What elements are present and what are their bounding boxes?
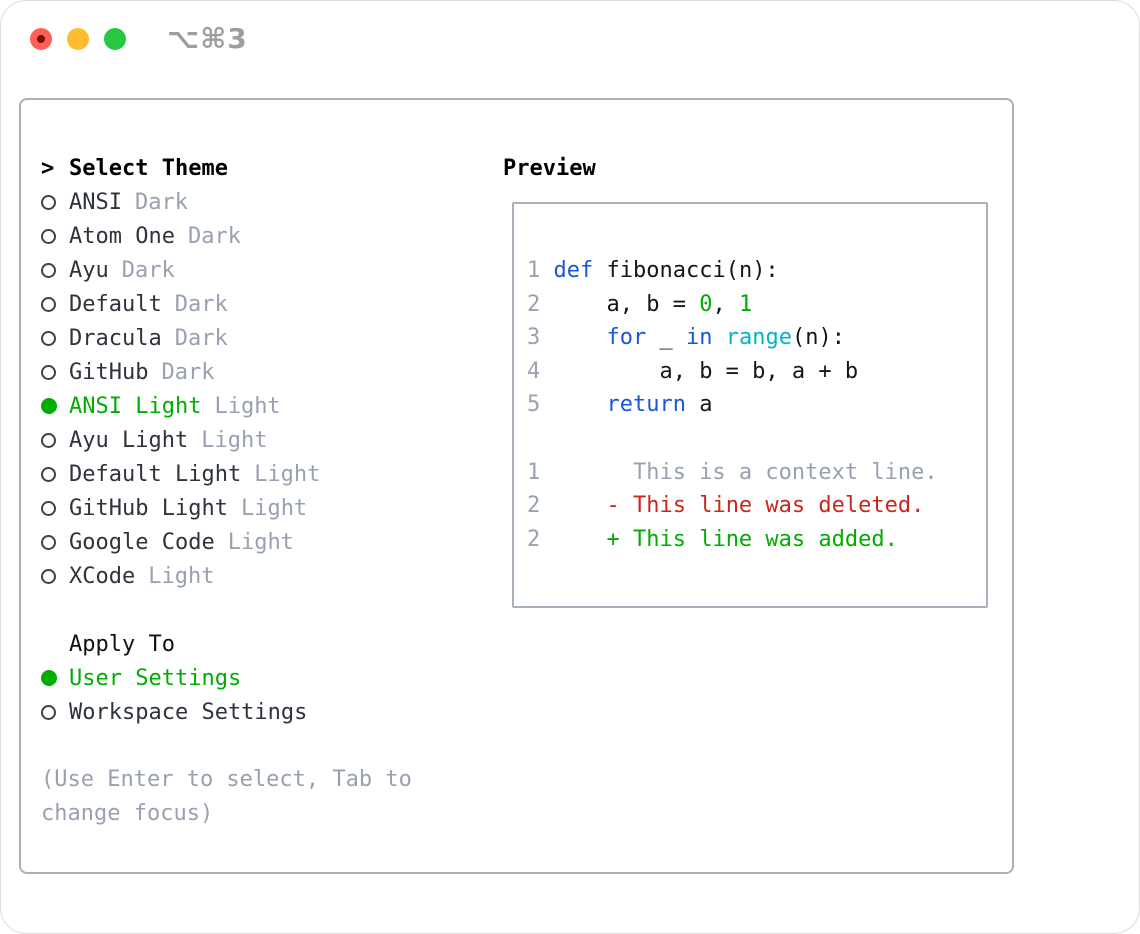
radio-icon (41, 398, 57, 414)
preview-code-line: 1 def fibonacci(n): (527, 258, 779, 283)
theme-option-name: XCode (69, 563, 136, 589)
theme-option-variant: Light (240, 495, 308, 521)
theme-option[interactable]: Ayu Light Light (41, 423, 491, 457)
theme-option-variant: Dark (174, 325, 228, 351)
window-title: ⌥⌘3 (167, 22, 248, 55)
theme-option-name: Google Code (69, 529, 215, 555)
apply-to-options-list: User Settings Workspace Settings (41, 661, 491, 729)
radio-icon (41, 500, 56, 516)
radio-icon (41, 364, 56, 380)
theme-option[interactable]: Dracula Dark (41, 321, 491, 355)
apply-to-header: Apply To (41, 627, 491, 661)
theme-option[interactable]: Ayu Dark (41, 253, 491, 287)
apply-to-option[interactable]: User Settings (41, 661, 491, 695)
close-button[interactable] (30, 28, 52, 50)
preview-code-line (527, 422, 986, 456)
theme-option-variant: Dark (134, 189, 188, 215)
theme-option-name: Atom One (69, 223, 175, 249)
theme-option-variant: Light (148, 563, 215, 589)
theme-option[interactable]: ANSI Light Light (41, 389, 491, 423)
theme-option[interactable]: Default Light Light (41, 457, 491, 491)
preview-code-line: 2 a, b = 0, 1 (527, 291, 753, 317)
theme-option-variant: Dark (187, 223, 241, 249)
theme-option-name: ANSI (69, 189, 122, 215)
select-theme-title: Select Theme (69, 155, 228, 181)
theme-option[interactable]: Google Code Light (41, 525, 491, 559)
theme-option-variant: Light (201, 427, 268, 453)
zoom-button[interactable] (104, 28, 126, 50)
theme-option-name: ANSI Light (69, 393, 202, 419)
theme-option[interactable]: ANSI Dark (41, 185, 491, 219)
apply-to-option-label: Workspace Settings (69, 699, 308, 725)
theme-option-name: Default Light (69, 461, 242, 487)
radio-icon (41, 296, 56, 312)
help-text: (Use Enter to select, Tab to change focu… (41, 767, 412, 826)
theme-option-variant: Dark (161, 359, 215, 385)
preview-code-line: 2 - This line was deleted. (527, 493, 925, 519)
theme-option-variant: Light (254, 461, 321, 487)
preview-code-line: 2 + This line was added. (527, 526, 898, 552)
theme-option-name: Ayu (69, 257, 109, 283)
preview-code-line: 1 This is a context line. (527, 459, 938, 485)
theme-picker-panel: > Select Theme ANSI Dark Atom One Dark A… (19, 98, 1014, 874)
preview-code-line: 4 a, b = b, a + b (527, 358, 859, 384)
theme-option-variant: Dark (121, 257, 175, 283)
theme-option[interactable]: Atom One Dark (41, 219, 491, 253)
apply-to-option-label: User Settings (69, 665, 242, 691)
blank-row (41, 593, 491, 627)
radio-icon (41, 568, 56, 584)
radio-icon (41, 704, 56, 720)
apply-to-option[interactable]: Workspace Settings (41, 695, 491, 729)
radio-icon (41, 670, 57, 686)
radio-icon (41, 330, 56, 346)
apply-to-title: Apply To (69, 631, 175, 657)
theme-option-name: GitHub (69, 359, 149, 385)
select-theme-header: > Select Theme (41, 151, 491, 185)
theme-option-variant: Light (214, 393, 281, 419)
theme-list-column: > Select Theme ANSI Dark Atom One Dark A… (41, 151, 491, 831)
preview-code-line: 3 for _ in range(n): (527, 325, 845, 351)
theme-option[interactable]: XCode Light (41, 559, 491, 593)
preview-title: Preview (503, 155, 596, 181)
theme-option-variant: Dark (174, 291, 228, 317)
theme-option-name: Default (69, 291, 162, 317)
theme-option-variant: Light (227, 529, 294, 555)
radio-icon (41, 466, 56, 482)
radio-icon (41, 534, 56, 550)
radio-icon (41, 194, 56, 210)
record-dot-icon (37, 35, 45, 43)
radio-icon (41, 432, 56, 448)
radio-icon (41, 228, 56, 244)
theme-option[interactable]: GitHub Dark (41, 355, 491, 389)
minimize-button[interactable] (67, 28, 89, 50)
theme-option[interactable]: Default Dark (41, 287, 491, 321)
theme-preview-box: 1 def fibonacci(n): 2 a, b = 0, 1 3 for _ … (512, 202, 988, 608)
preview-code-line: 5 return a (527, 392, 713, 418)
radio-icon (41, 262, 56, 278)
theme-option-name: GitHub Light (69, 495, 228, 521)
theme-option-name: Ayu Light (69, 427, 189, 453)
theme-option-name: Dracula (69, 325, 162, 351)
titlebar-traffic-lights (30, 28, 126, 50)
focus-caret-icon: > (41, 155, 55, 181)
theme-options-list: ANSI Dark Atom One Dark Ayu Dark Default… (41, 185, 491, 593)
theme-option[interactable]: GitHub Light Light (41, 491, 491, 525)
